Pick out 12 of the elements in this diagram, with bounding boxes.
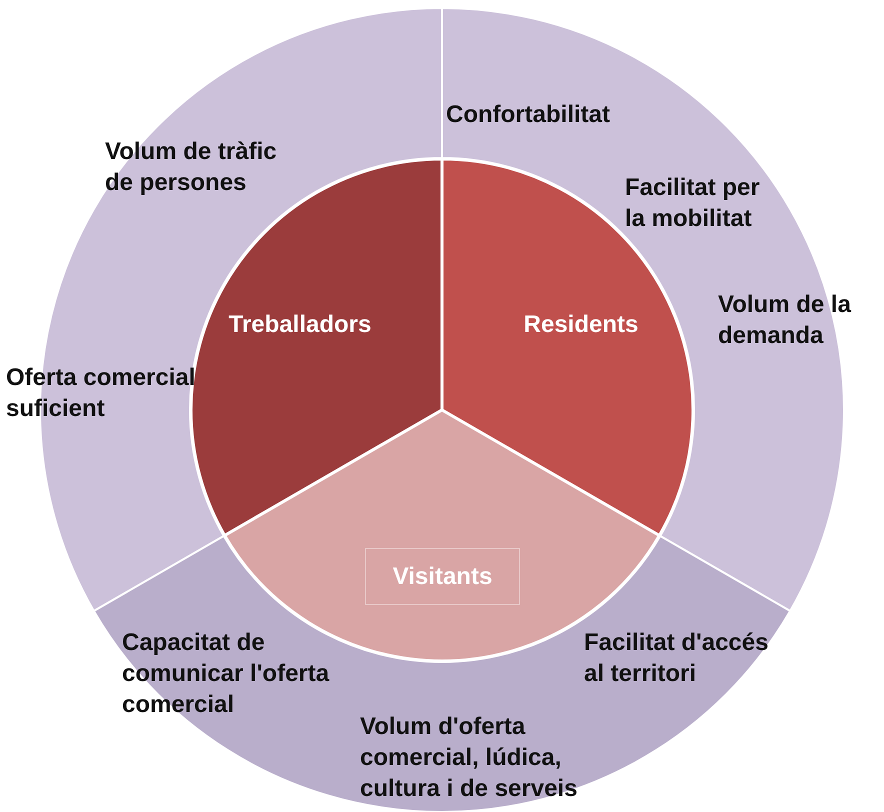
- factor-label: Oferta comercial suficient: [6, 363, 196, 424]
- outer-ring-sector: [92, 535, 792, 812]
- factor-label: Confortabilitat: [446, 100, 611, 130]
- sector-label: Residents: [522, 310, 640, 340]
- sector-label: Treballadors: [228, 310, 372, 340]
- factor-label: Volum de la demanda: [718, 290, 852, 351]
- factor-label: Facilitat d'accés al territori: [584, 628, 770, 689]
- factor-label: Capacitat de comunicar l'oferta comercial: [122, 628, 330, 720]
- factor-label: Volum d'oferta comercial, lúdica, cultura i de serveis: [360, 712, 578, 804]
- factor-label: Volum de tràfic de persones: [105, 137, 278, 198]
- sector-label: Visitants: [365, 548, 520, 605]
- factor-label: Facilitat per la mobilitat: [625, 173, 761, 234]
